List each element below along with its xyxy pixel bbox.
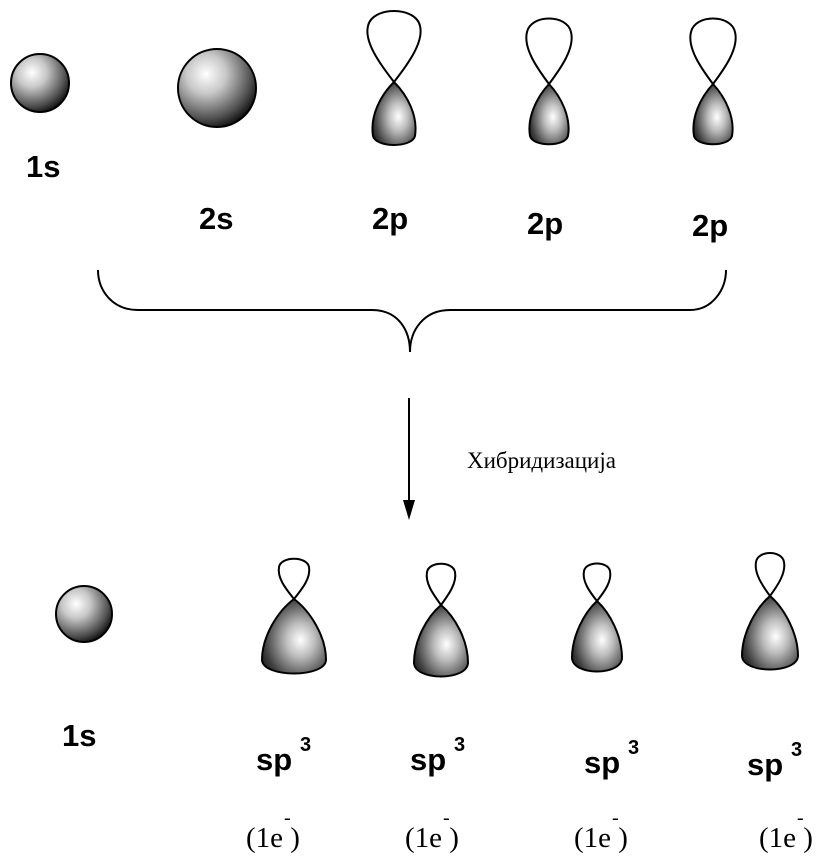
- grouping-brace: [97, 269, 727, 353]
- electron-note-text: (1e ): [405, 822, 459, 854]
- orbital-2s: [177, 48, 257, 128]
- label-sp3-superscript: 3: [454, 734, 466, 756]
- orbital-sp3-4: [740, 552, 800, 671]
- electron-note-text: (1e ): [759, 822, 813, 854]
- electron-charge: -: [284, 807, 291, 829]
- label-2p-2: 2p: [527, 206, 564, 241]
- label-sp3-base: sp: [256, 742, 293, 777]
- label-sp3-base: sp: [747, 747, 784, 782]
- orbital-1s-bottom: [55, 585, 113, 643]
- electron-note-text: (1e ): [246, 822, 300, 854]
- orbital-2p-2: [525, 17, 573, 146]
- electron-charge: -: [797, 807, 804, 829]
- label-sp3-base: sp: [410, 742, 447, 777]
- orbital-sp3-1: [260, 557, 328, 675]
- label-2p-3: 2p: [692, 208, 729, 243]
- electron-note-text: (1e ): [574, 822, 628, 854]
- hybridization-caption: Хибридизација: [467, 448, 616, 473]
- orbital-sp3-2: [412, 562, 470, 678]
- label-sp3-superscript: 3: [300, 734, 312, 756]
- label-1s-bottom: 1s: [62, 718, 97, 753]
- hybridization-arrow: [403, 398, 415, 520]
- orbital-2p-3: [689, 17, 737, 146]
- label-2p-1: 2p: [372, 201, 409, 236]
- label-sp3-base: sp: [584, 745, 621, 780]
- orbital-2p-1: [366, 10, 422, 146]
- label-1s-top: 1s: [26, 149, 61, 184]
- label-sp3-superscript: 3: [791, 739, 803, 761]
- orbital-1s-top: [10, 53, 70, 113]
- label-2s: 2s: [199, 201, 234, 236]
- orbital-sp3-3: [570, 562, 624, 673]
- label-sp3-superscript: 3: [628, 737, 640, 759]
- electron-charge: -: [612, 807, 619, 829]
- electron-charge: -: [443, 807, 450, 829]
